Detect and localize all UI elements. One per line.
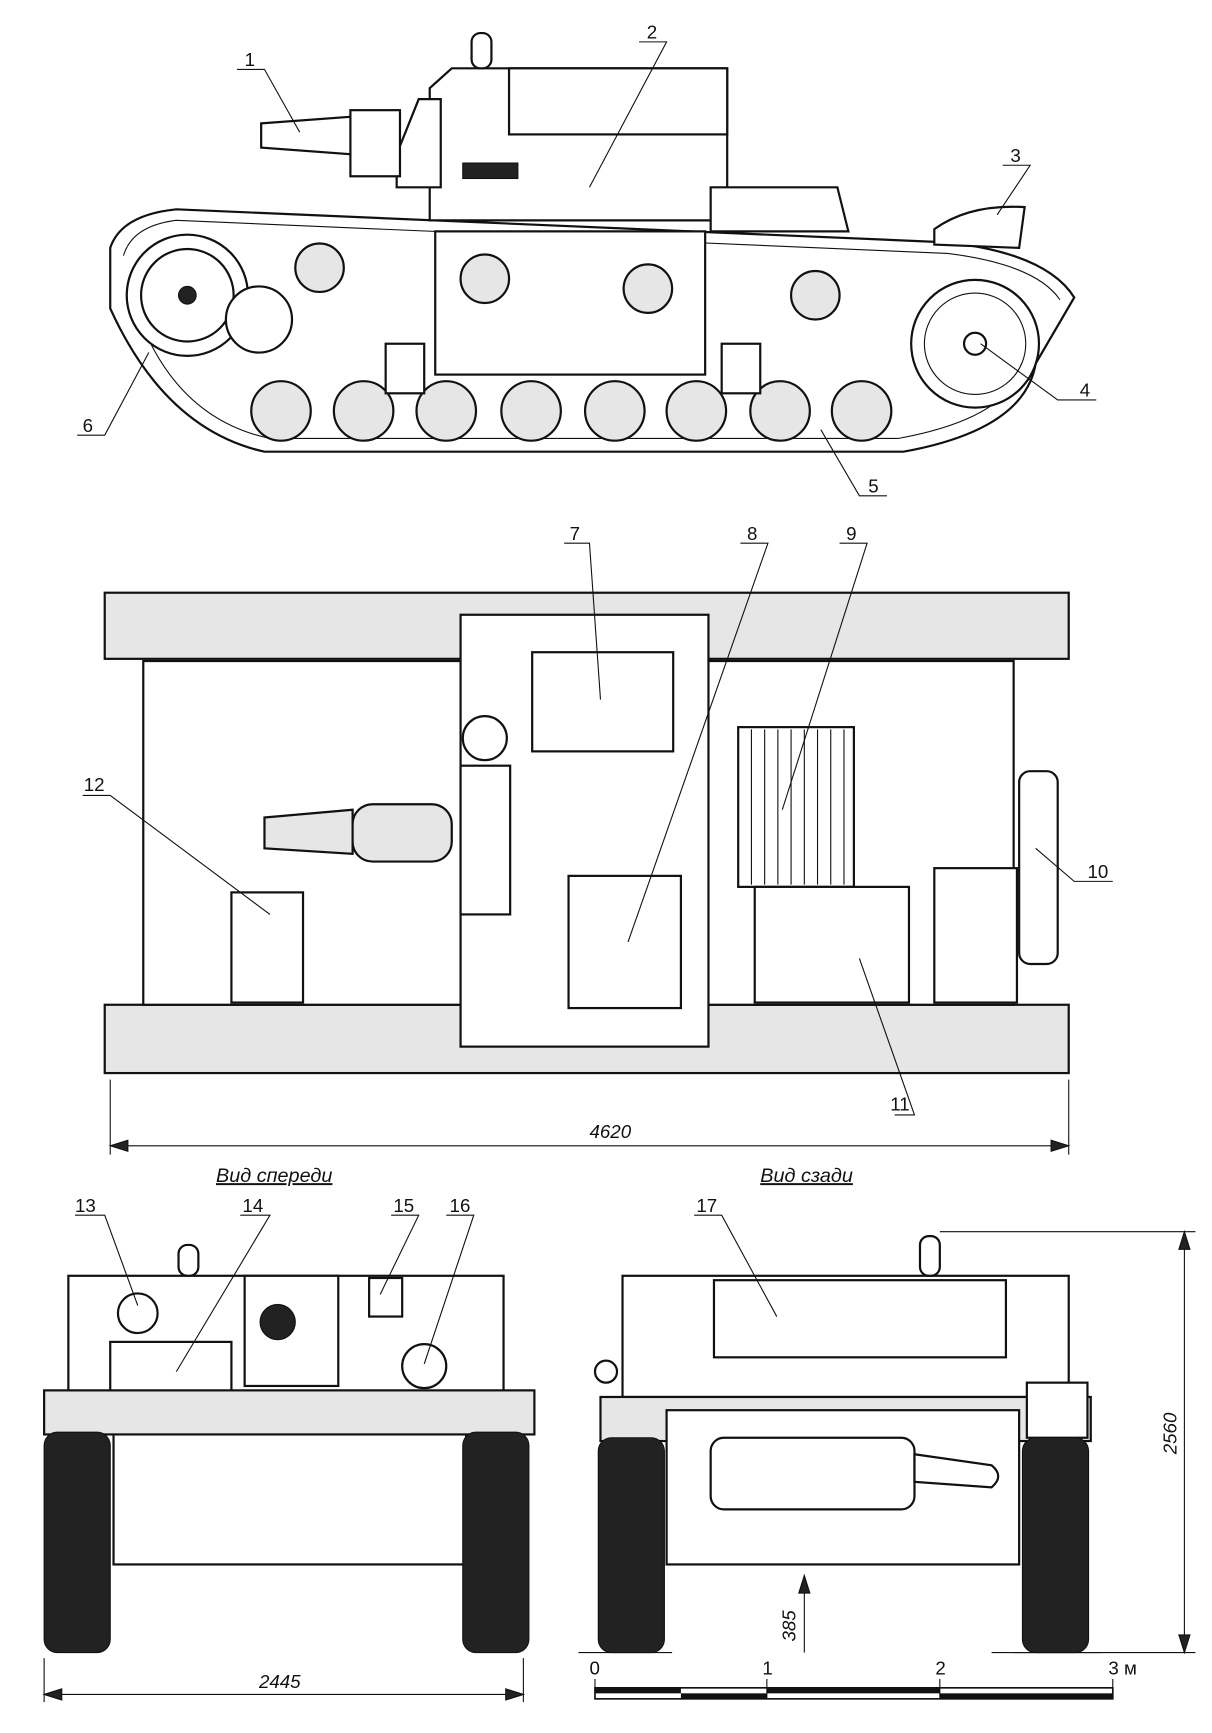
- callout-8: 8: [747, 523, 757, 544]
- callout-6: 6: [83, 415, 93, 436]
- front-view: [43, 1243, 536, 1654]
- callout-9: 9: [846, 523, 856, 544]
- side-view: [109, 31, 1076, 453]
- callout-3: 3: [1010, 145, 1020, 166]
- callout-5: 5: [868, 475, 878, 496]
- scale-tick-1: 1: [762, 1658, 772, 1679]
- dimension-lines: [42, 1079, 1196, 1703]
- callout-14: 14: [242, 1195, 263, 1216]
- scale-bar: [594, 1679, 1114, 1700]
- callout-leaders: [74, 41, 1113, 1372]
- top-view: [103, 591, 1070, 1075]
- callout-11: 11: [890, 1094, 909, 1115]
- height-dimension: 2560: [1160, 1412, 1181, 1455]
- callout-17: 17: [696, 1195, 717, 1216]
- callout-15: 15: [393, 1195, 414, 1216]
- rear-view-title: Вид сзади: [760, 1165, 853, 1187]
- callout-4: 4: [1080, 380, 1090, 401]
- callout-13: 13: [75, 1195, 96, 1216]
- callout-2: 2: [647, 22, 657, 43]
- callout-10: 10: [1087, 861, 1108, 882]
- road-wheels: [250, 342, 893, 442]
- callout-1: 1: [245, 49, 255, 70]
- radiator-slats: [750, 729, 845, 885]
- rear-view: [593, 1235, 1092, 1654]
- scale-tick-3: 3 м: [1108, 1658, 1136, 1679]
- scale-tick-0: 0: [589, 1658, 599, 1679]
- clearance-dimension: 385: [778, 1610, 799, 1642]
- scale-tick-2: 2: [935, 1658, 945, 1679]
- width-dimension: 2445: [258, 1671, 301, 1692]
- callout-labels: 1 2 3 4 5 6 7 8 9 10 11 12 13 14 15 16 1…: [75, 22, 1108, 1216]
- callout-16: 16: [450, 1195, 471, 1216]
- front-view-title: Вид спереди: [216, 1165, 332, 1187]
- callout-12: 12: [84, 774, 105, 795]
- return-rollers: [294, 242, 841, 321]
- length-dimension: 4620: [589, 1121, 631, 1142]
- callout-7: 7: [570, 523, 580, 544]
